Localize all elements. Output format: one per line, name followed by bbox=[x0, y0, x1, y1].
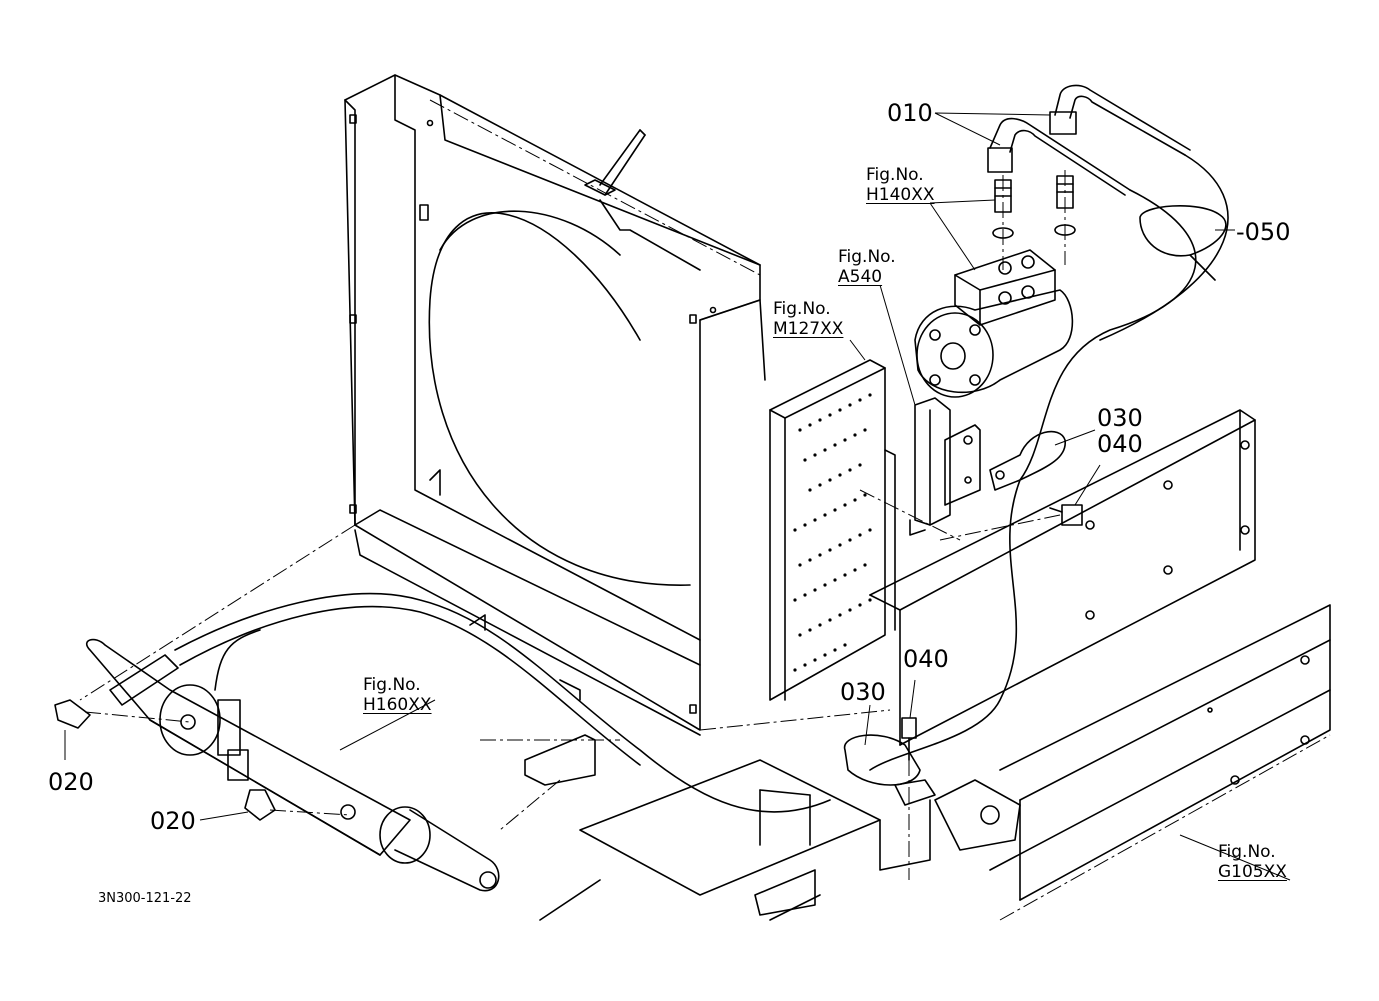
callout-030-upper: 030 bbox=[1097, 404, 1143, 432]
callout-050: -050 bbox=[1236, 218, 1291, 246]
radiator-shroud bbox=[344, 74, 766, 736]
callout-010: 010 bbox=[887, 99, 933, 127]
upper-clamp-030 bbox=[989, 430, 1083, 526]
centre-lines bbox=[79, 99, 1331, 921]
lower-bracket bbox=[524, 717, 1021, 921]
hydraulic-cylinder bbox=[85, 638, 500, 892]
callout-040-upper: 040 bbox=[1097, 430, 1143, 458]
figure-ref-code: G105XX bbox=[1218, 862, 1287, 882]
figure-ref-a540: Fig.No. A540 bbox=[838, 247, 896, 287]
figure-ref-prefix: Fig.No. bbox=[866, 165, 924, 185]
figure-ref-prefix: Fig.No. bbox=[838, 247, 896, 267]
figure-ref-prefix: Fig.No. bbox=[1218, 842, 1276, 862]
callout-030-lower: 030 bbox=[840, 678, 886, 706]
callout-020-left: 020 bbox=[48, 768, 94, 796]
drawing-number: 3N300-121-22 bbox=[98, 891, 192, 906]
guard-perforations bbox=[793, 393, 872, 672]
figure-ref-h140: Fig.No. H140XX bbox=[866, 165, 935, 205]
figure-ref-code: A540 bbox=[838, 267, 883, 287]
perforated-guard bbox=[769, 359, 896, 701]
figure-ref-code: M127XX bbox=[773, 319, 844, 339]
leader-lines bbox=[64, 112, 1291, 881]
hose-assembly bbox=[54, 592, 831, 821]
figure-ref-g105: Fig.No. G105XX bbox=[1218, 842, 1287, 882]
figure-ref-prefix: Fig.No. bbox=[363, 675, 421, 695]
figure-ref-m127: Fig.No. M127XX bbox=[773, 299, 843, 339]
pipe-fittings bbox=[992, 175, 1076, 239]
frame-rail bbox=[869, 409, 1331, 901]
figure-ref-prefix: Fig.No. bbox=[773, 299, 831, 319]
callout-040-lower: 040 bbox=[903, 645, 949, 673]
figure-ref-code: H140XX bbox=[866, 185, 935, 205]
pipes-010 bbox=[869, 84, 1229, 771]
figure-ref-h160: Fig.No. H160XX bbox=[363, 675, 432, 715]
figure-ref-code: H160XX bbox=[363, 695, 432, 715]
callout-020-lower: 020 bbox=[150, 807, 196, 835]
hydraulic-motor bbox=[914, 249, 1074, 398]
motor-bracket bbox=[909, 397, 981, 536]
